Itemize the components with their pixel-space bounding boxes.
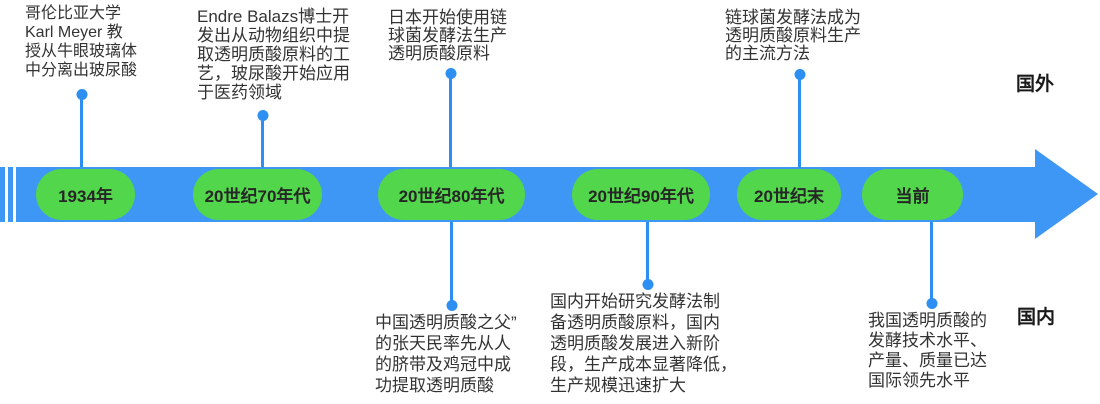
connector-line-1970s [257, 110, 268, 167]
arrow-tail-stripe [8, 167, 13, 222]
event-text-current-domestic: 我国透明质酸的 发酵技术水平、 产量、质量已达 国际领先水平 [868, 311, 987, 390]
connector-line-1980s-down [446, 222, 457, 311]
timeline-arrowhead-icon [1035, 149, 1098, 239]
connector-dot-icon [446, 300, 457, 311]
domestic-label: 国内 [1017, 307, 1056, 328]
connector-dot-icon [445, 68, 456, 79]
connector-line-1990s-down [642, 222, 653, 290]
connector-line-1934 [76, 89, 87, 167]
connector-line-current-down [926, 222, 937, 309]
event-text-century-end: 链球菌发酵法成为 透明质酸原料生产 的主流方法 [725, 8, 861, 63]
timeline-period-pill: 20世纪90年代 [572, 169, 710, 220]
timeline-period-pill: 20世纪70年代 [193, 169, 322, 220]
abroad-label: 国外 [1016, 74, 1055, 95]
connector-dot-icon [794, 69, 805, 80]
connector-dot-icon [926, 298, 937, 309]
timeline-period-pill: 当前 [862, 169, 963, 220]
event-text-1980s-abroad: 日本开始使用链 球菌发酵法生产 透明质酸原料 [388, 8, 507, 63]
event-text-1990s-domestic: 国内开始研究发酵法制 备透明质酸原料，国内 透明质酸发展进入新阶 段，生产成本显… [550, 292, 737, 395]
arrow-tail-stripe [0, 167, 5, 222]
timeline-period-pill: 20世纪80年代 [378, 169, 525, 220]
event-text-1980s-domestic: 中国透明质酸之父” 的张天民率先从人 的脐带及鸡冠中成 功提取透明质酸 [375, 313, 517, 395]
event-text-1970s: Endre Balazs博士开 发出从动物组织中提 取透明质酸原料的工 艺，玻尿… [197, 7, 350, 102]
connector-dot-icon [76, 89, 87, 100]
connector-dot-icon [642, 279, 653, 290]
event-text-1934: 哥伦比亚大学 Karl Meyer 教 授从牛眼玻璃体 中分离出玻尿酸 [25, 5, 138, 79]
connector-line-century-end-up [794, 69, 805, 167]
timeline-period-pill: 20世纪末 [737, 169, 841, 220]
connector-line-1980s-up [445, 68, 456, 167]
connector-dot-icon [257, 110, 268, 121]
timeline-period-pill: 1934年 [36, 169, 135, 220]
